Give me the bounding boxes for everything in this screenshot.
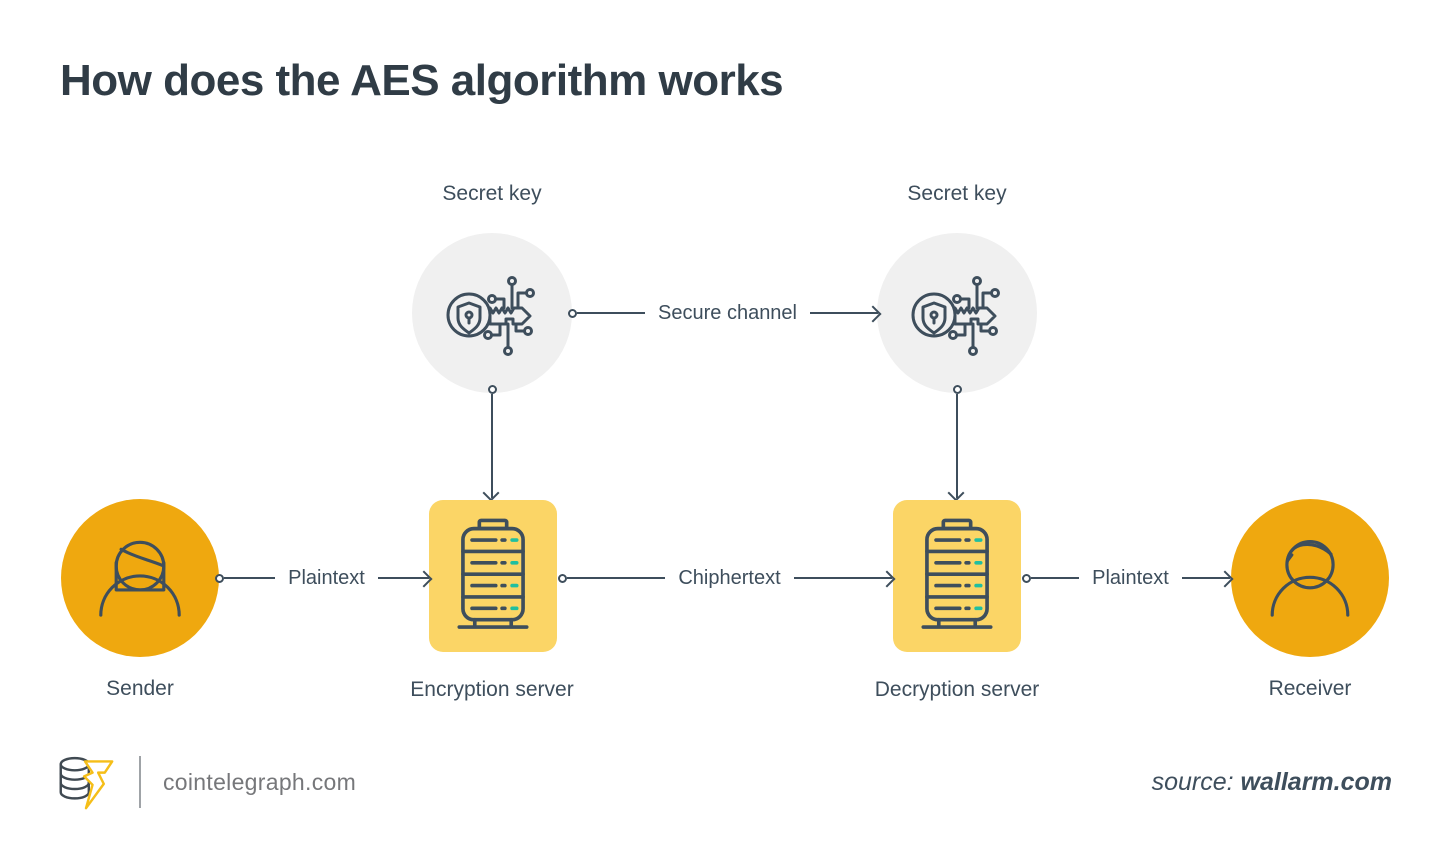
key-to-encryption-connector (484, 385, 500, 498)
server-icon (452, 516, 534, 636)
connector-ring (558, 573, 567, 583)
connector-line (224, 577, 276, 579)
encryption-server-node (429, 500, 557, 652)
connector-line (1031, 577, 1080, 579)
source-name: wallarm.com (1240, 768, 1392, 796)
connector-ring (215, 573, 224, 583)
secret-key-node-right (877, 233, 1037, 393)
cointelegraph-logo (55, 753, 117, 811)
key-circuit-icon (442, 263, 542, 363)
decryption-server-node (893, 500, 1021, 652)
sender-node (61, 499, 219, 657)
person-male-icon (1254, 522, 1366, 634)
footer-divider (139, 756, 141, 808)
secret-key-node-left (412, 233, 572, 393)
source-prefix: source: (1151, 768, 1234, 796)
arrow-right-icon (793, 577, 892, 579)
receiver-node (1231, 499, 1389, 657)
connector-ring (1022, 573, 1031, 583)
sender-label: Sender (106, 677, 174, 700)
secret-key-label-left: Secret key (442, 182, 542, 205)
brand-url: cointelegraph.com (163, 768, 357, 795)
connector-ring (568, 308, 577, 318)
server-icon (916, 516, 998, 636)
secret-key-label-right: Secret key (907, 182, 1007, 205)
arrow-right-icon (810, 312, 879, 314)
plaintext-right-connector: Plaintext (1022, 563, 1230, 593)
receiver-label: Receiver (1268, 677, 1352, 700)
arrow-right-icon (1181, 577, 1230, 579)
secure-channel-label: Secure channel (658, 301, 797, 324)
key-circuit-icon (907, 263, 1007, 363)
page-title: How does the AES algorithm works (60, 56, 784, 105)
arrow-down-icon (491, 394, 493, 498)
source-attribution: source: wallarm.com (1152, 768, 1392, 797)
connector-ring (952, 385, 962, 394)
person-female-icon (84, 522, 196, 634)
footer-brand: cointelegraph.com (55, 750, 356, 814)
connector-line (567, 577, 666, 579)
encryption-server-label: Encryption server (410, 678, 574, 701)
secure-channel-connector: Secure channel (568, 298, 879, 328)
arrow-right-icon (377, 577, 429, 579)
ciphertext-label: Chiphertext (678, 566, 781, 589)
connector-ring (487, 385, 497, 394)
decryption-server-label: Decryption server (874, 678, 1040, 701)
key-to-decryption-connector (949, 385, 965, 498)
ciphertext-connector: Chiphertext (558, 563, 892, 593)
plaintext-left-connector: Plaintext (215, 563, 429, 593)
plaintext-left-label: Plaintext (288, 566, 365, 589)
arrow-down-icon (956, 394, 958, 498)
connector-line (577, 312, 646, 314)
plaintext-right-label: Plaintext (1092, 566, 1169, 589)
